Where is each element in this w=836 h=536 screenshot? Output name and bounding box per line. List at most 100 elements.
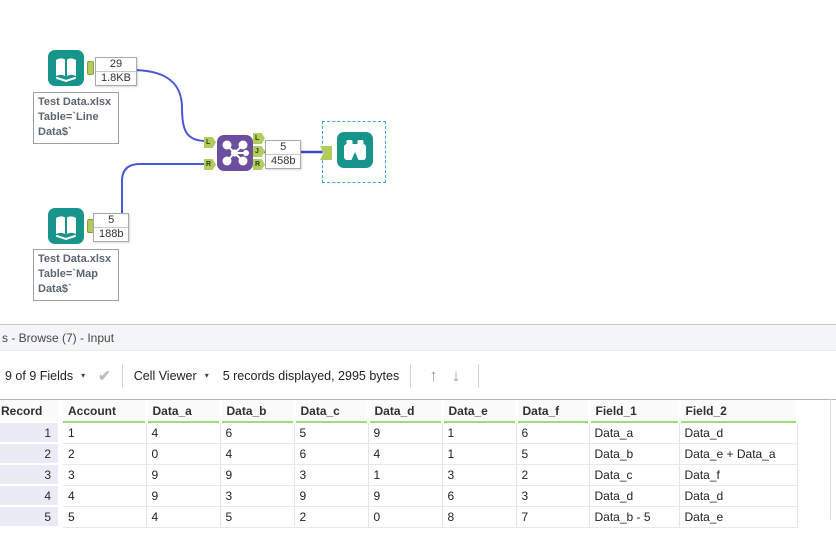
browse-tool[interactable] bbox=[337, 132, 373, 168]
column-header[interactable]: Data_e bbox=[442, 400, 518, 423]
table-cell[interactable]: Data_e bbox=[679, 506, 798, 528]
table-cell[interactable]: 1 bbox=[442, 422, 517, 444]
wires-layer bbox=[121, 69, 322, 213]
table-cell[interactable]: 8 bbox=[442, 506, 517, 528]
table-cell[interactable]: 9 bbox=[146, 464, 221, 486]
column-header[interactable]: Data_a bbox=[146, 400, 222, 423]
table-cell[interactable]: 4 bbox=[146, 422, 221, 444]
input-data-tool-1[interactable] bbox=[48, 50, 84, 86]
toolbar-divider bbox=[478, 363, 480, 388]
results-panel-header: s - Browse (7) - Input bbox=[0, 324, 836, 351]
column-header[interactable]: Account bbox=[63, 400, 148, 423]
table-cell[interactable]: Data_d bbox=[679, 422, 798, 444]
column-header[interactable]: Data_d bbox=[368, 400, 444, 423]
table-cell[interactable]: 3 bbox=[294, 464, 369, 486]
table-cell[interactable]: 6 bbox=[516, 422, 590, 444]
table-cell[interactable]: 6 bbox=[442, 485, 517, 507]
table-cell[interactable]: 1 bbox=[63, 422, 147, 444]
data-size: 458b bbox=[271, 155, 296, 167]
table-cell[interactable]: 2 bbox=[516, 464, 590, 486]
table-cell[interactable]: 5 bbox=[294, 422, 369, 444]
column-header-record[interactable]: Record bbox=[0, 400, 58, 422]
table-cell[interactable]: 3 bbox=[63, 464, 147, 486]
input1-label-box[interactable]: Test Data.xlsx Table=`Line Data$` bbox=[33, 92, 119, 144]
join-tool[interactable] bbox=[217, 135, 253, 171]
table-cell[interactable]: Data_d bbox=[589, 485, 680, 507]
table-cell[interactable]: 9 bbox=[368, 485, 443, 507]
table-cell[interactable]: 1 bbox=[368, 464, 443, 486]
table-cell[interactable]: Data_b - 5 bbox=[589, 506, 680, 528]
table-cell[interactable]: 6 bbox=[220, 422, 295, 444]
join-input-anchor-right[interactable]: R bbox=[204, 159, 216, 170]
table-cell[interactable]: 9 bbox=[146, 485, 221, 507]
browse-input-anchor[interactable] bbox=[320, 146, 332, 160]
table-cell[interactable]: Data_a bbox=[589, 422, 680, 444]
table-cell[interactable]: 2 bbox=[63, 443, 147, 465]
input1-annotation[interactable]: 29 1.8KB bbox=[95, 57, 137, 86]
record-number-cell[interactable]: 4 bbox=[0, 485, 58, 507]
join-output-anchor-join[interactable]: J bbox=[253, 146, 265, 157]
table-cell[interactable]: 9 bbox=[220, 464, 295, 486]
table-cell[interactable]: 2 bbox=[294, 506, 369, 528]
column-header[interactable]: Field_1 bbox=[589, 400, 681, 423]
record-number-cell[interactable]: 2 bbox=[0, 443, 58, 465]
table-cell[interactable]: Data_b bbox=[589, 443, 680, 465]
join-network-icon bbox=[217, 135, 253, 171]
label-line: Data$` bbox=[38, 283, 72, 295]
record-count: 29 bbox=[96, 58, 136, 72]
column-header[interactable]: Data_c bbox=[294, 400, 370, 423]
table-cell[interactable]: 0 bbox=[368, 506, 443, 528]
column-header[interactable]: Data_b bbox=[220, 400, 296, 423]
label-line: Table=`Map bbox=[38, 268, 99, 280]
table-cell[interactable]: 4 bbox=[220, 443, 295, 465]
fields-dropdown[interactable]: 9 of 9 Fields ▾ bbox=[5, 369, 85, 383]
table-cell[interactable]: 5 bbox=[63, 506, 147, 528]
arrow-up-icon[interactable]: ↑ bbox=[429, 365, 438, 385]
table-cell[interactable]: 0 bbox=[146, 443, 221, 465]
table-cell[interactable]: 4 bbox=[368, 443, 443, 465]
record-count: 5 bbox=[94, 214, 129, 228]
table-cell[interactable]: 5 bbox=[220, 506, 295, 528]
table-cell[interactable]: Data_c bbox=[589, 464, 680, 486]
apply-check-icon[interactable]: ✔ bbox=[98, 367, 111, 385]
table-cell[interactable]: Data_d bbox=[679, 485, 798, 507]
record-number-cell[interactable]: 1 bbox=[0, 422, 58, 444]
join-output-anchor-right[interactable]: R bbox=[253, 159, 265, 170]
table-cell[interactable]: 4 bbox=[146, 506, 221, 528]
table-cell[interactable]: 3 bbox=[516, 485, 590, 507]
table-cell[interactable]: 1 bbox=[442, 443, 517, 465]
record-number-cell[interactable]: 5 bbox=[0, 506, 58, 528]
input2-annotation[interactable]: 5 188b bbox=[93, 213, 130, 242]
table-cell[interactable]: 6 bbox=[294, 443, 369, 465]
input2-label-box[interactable]: Test Data.xlsx Table=`Map Data$` bbox=[33, 249, 119, 301]
table-cell[interactable]: 7 bbox=[516, 506, 590, 528]
column-header[interactable]: Field_2 bbox=[679, 400, 799, 423]
column-header[interactable]: Data_f bbox=[516, 400, 591, 423]
table-cell[interactable]: 9 bbox=[368, 422, 443, 444]
column-spacer bbox=[58, 443, 63, 464]
arrow-down-icon[interactable]: ↓ bbox=[451, 365, 461, 385]
join-input-anchor-left[interactable]: L bbox=[204, 137, 216, 148]
table-cell[interactable]: 5 bbox=[516, 443, 590, 465]
table-cell[interactable]: 3 bbox=[220, 485, 295, 507]
table-cell[interactable]: 4 bbox=[63, 485, 147, 507]
table-cell[interactable]: 3 bbox=[442, 464, 517, 486]
table-cell[interactable]: Data_f bbox=[679, 464, 798, 486]
connection-wire-input2-join[interactable] bbox=[121, 163, 204, 213]
input-data-tool-2[interactable] bbox=[48, 208, 84, 244]
record-count: 5 bbox=[266, 141, 301, 155]
record-number-cell[interactable]: 3 bbox=[0, 464, 58, 486]
data-size: 188b bbox=[99, 228, 124, 240]
table-cell[interactable]: Data_e + Data_a bbox=[679, 443, 798, 465]
workflow-canvas[interactable]: 29 1.8KB Test Data.xlsx Table=`Line Data… bbox=[0, 0, 836, 324]
input1-output-anchor[interactable] bbox=[87, 61, 94, 75]
join-output-anchor-left[interactable]: L bbox=[253, 133, 265, 144]
join-annotation[interactable]: 5 458b bbox=[265, 140, 302, 169]
results-toolbar: 9 of 9 Fields ▾ ✔ Cell Viewer ▾ 5 record… bbox=[0, 352, 836, 399]
connection-wire-input1-join[interactable] bbox=[134, 69, 205, 142]
cell-viewer-dropdown[interactable]: Cell Viewer ▾ bbox=[134, 369, 209, 383]
table-cell[interactable]: 9 bbox=[294, 485, 369, 507]
